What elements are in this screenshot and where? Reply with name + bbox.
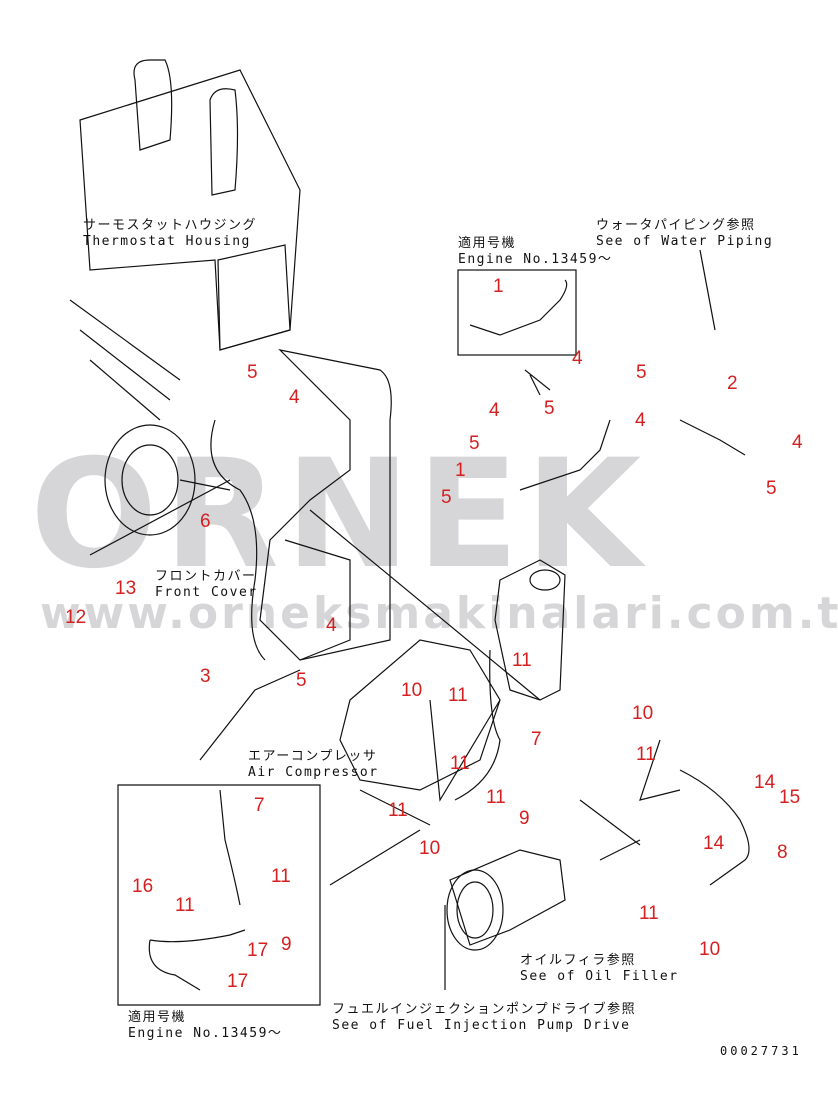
part-callout: 4	[326, 615, 337, 636]
part-callout: 7	[254, 795, 265, 816]
part-callout: 15	[779, 787, 801, 808]
part-callout: 4	[635, 410, 646, 431]
part-callout: 1	[455, 460, 466, 481]
part-callout: 17	[227, 971, 249, 992]
part-callout: 5	[469, 433, 480, 454]
part-callout: 5	[247, 362, 258, 383]
part-callout: 14	[754, 772, 776, 793]
part-callout: 11	[486, 787, 506, 808]
part-callout: 4	[489, 400, 500, 421]
part-callout: 10	[632, 703, 654, 724]
part-callout: 11	[450, 753, 470, 774]
part-callout: 11	[388, 800, 408, 821]
part-callout: 16	[132, 876, 154, 897]
part-callout: 9	[519, 808, 530, 829]
part-callout: 10	[419, 838, 441, 859]
part-callout: 5	[636, 362, 647, 383]
part-callout: 10	[401, 680, 423, 701]
part-callout: 5	[296, 670, 307, 691]
part-callout: 13	[115, 578, 137, 599]
part-callout: 11	[271, 866, 291, 887]
part-callout: 14	[703, 833, 725, 854]
part-callout: 4	[572, 348, 583, 369]
part-callout: 3	[200, 666, 211, 687]
part-callout: 10	[699, 939, 721, 960]
part-callout: 11	[636, 744, 656, 765]
part-callout: 4	[792, 432, 803, 453]
part-callout: 11	[175, 895, 195, 916]
part-callout: 11	[639, 903, 659, 924]
part-callout: 8	[777, 842, 788, 863]
part-callout: 11	[448, 685, 468, 706]
part-callout: 11	[512, 650, 532, 671]
part-callout: 5	[766, 478, 777, 499]
part-callout: 12	[65, 607, 87, 628]
document-number: 00027731	[720, 1044, 802, 1058]
part-callout: 6	[200, 511, 211, 532]
part-callout: 9	[281, 934, 292, 955]
part-callout: 7	[531, 729, 542, 750]
part-callout: 4	[289, 387, 300, 408]
part-callout: 1	[493, 276, 504, 297]
part-callout: 5	[544, 398, 555, 419]
part-callout: 17	[247, 940, 269, 961]
part-callout: 2	[727, 373, 738, 394]
part-callout: 5	[441, 487, 452, 508]
